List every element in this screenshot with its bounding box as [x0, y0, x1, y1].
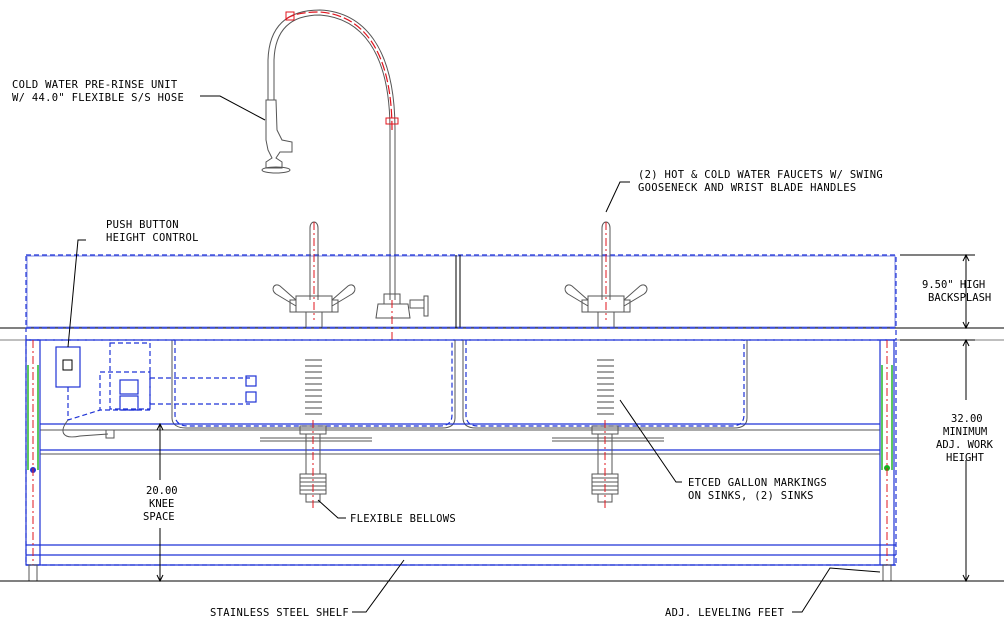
feet-label: ADJ. LEVELING FEET: [665, 607, 785, 619]
dim-knee-label-3: SPACE: [143, 511, 175, 523]
prerinse-label-1: COLD WATER PRE-RINSE UNIT: [12, 79, 178, 91]
dim-knee-label-2: KNEE: [149, 498, 174, 510]
gallon-markings-left: [305, 359, 322, 415]
pushbutton-label-1: PUSH BUTTON: [106, 219, 179, 231]
gallon-markings-right: [597, 359, 614, 415]
dim-height-label-1: 32.00: [951, 413, 983, 425]
frame: [25, 339, 897, 566]
drain-left: [260, 420, 372, 510]
bellows-label: FLEXIBLE BELLOWS: [350, 513, 456, 525]
dim-backsplash: [900, 253, 975, 330]
height-control-box: [55, 342, 257, 439]
faucets-label-2: GOOSENECK AND WRIST BLADE HANDLES: [638, 182, 857, 194]
drain-right: [552, 420, 664, 510]
prerinse-unit: [261, 9, 429, 340]
dim-backsplash-label-1: 9.50" HIGH: [922, 279, 985, 291]
dim-knee-label-1: 20.00: [146, 485, 178, 497]
faucet-right: [564, 221, 648, 329]
prerinse-label-2: W/ 44.0" FLEXIBLE S/S HOSE: [12, 92, 184, 104]
dim-height-label-3: ADJ. WORK: [936, 439, 994, 451]
faucets-label-1: (2) HOT & COLD WATER FAUCETS W/ SWING: [638, 169, 883, 181]
gallon-label-2: ON SINKS, (2) SINKS: [688, 490, 814, 502]
leg-right: [879, 339, 895, 582]
counter-rim: [0, 327, 1004, 341]
dim-height-label-4: HEIGHT: [946, 452, 985, 464]
faucet-left: [272, 221, 356, 329]
dim-height-label-2: MINIMUM: [943, 426, 987, 438]
leg-left: [25, 339, 41, 582]
leader-lines: [67, 95, 881, 613]
shelf-label: STAINLESS STEEL SHELF: [210, 607, 349, 619]
backsplash: [25, 254, 897, 329]
pushbutton-label-2: HEIGHT CONTROL: [106, 232, 199, 244]
gallon-label-1: ETCED GALLON MARKINGS: [688, 477, 827, 489]
dim-backsplash-label-2: BACKSPLASH: [928, 292, 991, 304]
